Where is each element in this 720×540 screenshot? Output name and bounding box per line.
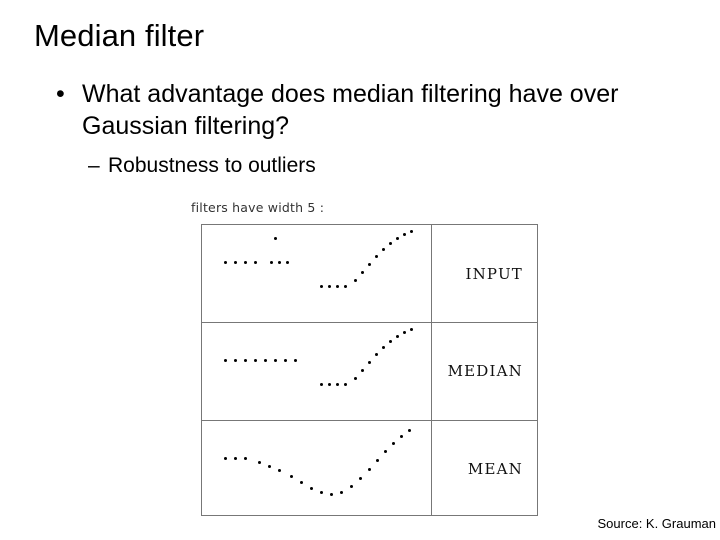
data-point <box>300 480 303 484</box>
figure-row-label-input: INPUT <box>465 264 523 283</box>
data-point <box>389 340 392 344</box>
figure-row-median: MEDIAN <box>202 322 537 419</box>
data-point <box>375 255 378 258</box>
data-point <box>224 456 227 460</box>
data-point <box>392 441 395 445</box>
page-title: Median filter <box>34 18 205 53</box>
data-point <box>270 261 273 264</box>
data-point <box>336 383 339 387</box>
bullet-level2-text: Robustness to outliers <box>108 154 316 177</box>
bullet-marker-dash: – <box>88 154 100 177</box>
data-point <box>320 490 323 494</box>
data-point <box>330 492 333 496</box>
bullet-level2: – Robustness to outliers <box>88 152 648 179</box>
data-point <box>376 458 379 462</box>
figure-caption: filters have width 5 : <box>191 200 325 215</box>
data-point <box>340 490 343 494</box>
data-point <box>408 428 411 432</box>
plot-input <box>202 225 431 322</box>
data-point <box>368 361 371 365</box>
plot-mean <box>202 421 431 517</box>
data-point <box>278 468 281 472</box>
data-point <box>258 460 261 464</box>
data-point <box>384 449 387 453</box>
data-point <box>274 359 277 363</box>
data-point <box>234 456 237 460</box>
data-point <box>336 285 339 288</box>
data-point <box>244 456 247 460</box>
data-point <box>361 369 364 373</box>
data-point <box>375 353 378 357</box>
data-point <box>278 261 281 264</box>
source-attribution: Source: K. Grauman <box>597 516 717 531</box>
data-point <box>410 328 413 332</box>
data-point <box>328 383 331 387</box>
figure-row-label-mean: MEAN <box>467 459 523 478</box>
bullet-level1: • What advantage does median filtering h… <box>56 78 686 142</box>
data-point <box>234 261 237 264</box>
median-filter-figure: filters have width 5 : INPUT MEDIAN MEAN <box>191 200 541 522</box>
data-point <box>274 237 277 240</box>
data-point <box>244 359 247 363</box>
data-point <box>354 377 357 381</box>
data-point <box>361 271 364 274</box>
bullet-marker-dot: • <box>56 80 65 108</box>
data-point <box>320 383 323 387</box>
figure-vertical-divider <box>431 225 432 515</box>
data-point <box>310 486 313 490</box>
data-point <box>359 476 362 480</box>
figure-row-input: INPUT <box>202 225 537 322</box>
data-point <box>244 261 247 264</box>
data-point <box>224 359 227 363</box>
data-point <box>224 261 227 264</box>
data-point <box>354 279 357 282</box>
data-point <box>403 331 406 335</box>
figure-panel-box: INPUT MEDIAN MEAN <box>201 224 538 516</box>
data-point <box>389 242 392 245</box>
data-point <box>254 359 257 363</box>
data-point <box>368 467 371 471</box>
data-point <box>294 359 297 363</box>
data-point <box>368 263 371 266</box>
data-point <box>403 233 406 236</box>
bullet-level1-text: What advantage does median filtering hav… <box>82 80 619 140</box>
data-point <box>328 285 331 288</box>
data-point <box>396 237 399 240</box>
data-point <box>286 261 289 264</box>
data-point <box>268 464 271 468</box>
data-point <box>284 359 287 363</box>
data-point <box>254 261 257 264</box>
data-point <box>400 434 403 438</box>
data-point <box>410 230 413 233</box>
data-point <box>234 359 237 363</box>
figure-row-label-median: MEDIAN <box>447 362 523 381</box>
data-point <box>344 285 347 288</box>
figure-row-mean: MEAN <box>202 419 537 517</box>
data-point <box>344 383 347 387</box>
data-point <box>396 335 399 339</box>
plot-median <box>202 323 431 419</box>
data-point <box>382 248 385 251</box>
data-point <box>320 285 323 288</box>
data-point <box>264 359 267 363</box>
data-point <box>290 474 293 478</box>
data-point <box>382 346 385 350</box>
data-point <box>350 484 353 488</box>
